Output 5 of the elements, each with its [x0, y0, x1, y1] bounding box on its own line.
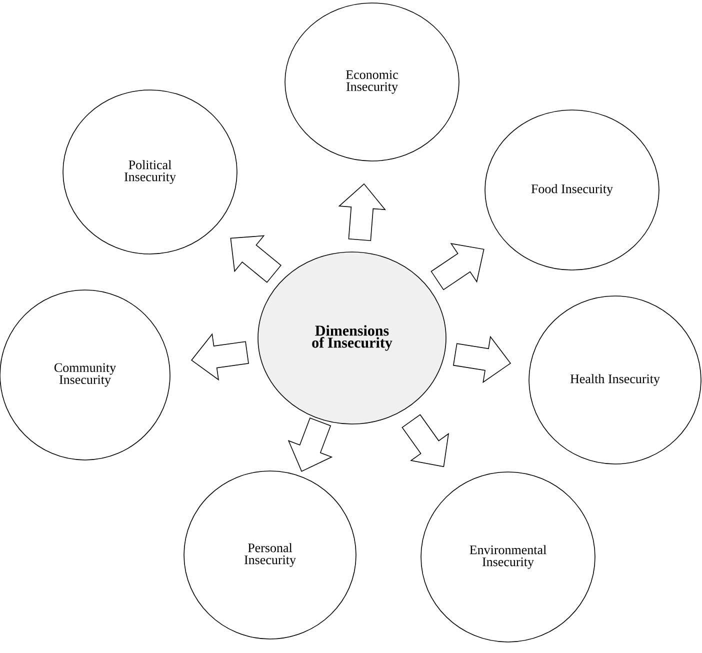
block-arrow [402, 414, 450, 468]
block-arrow [430, 243, 484, 290]
block-arrow [190, 333, 249, 381]
block-arrow [338, 183, 386, 242]
block-arrow [230, 235, 282, 283]
